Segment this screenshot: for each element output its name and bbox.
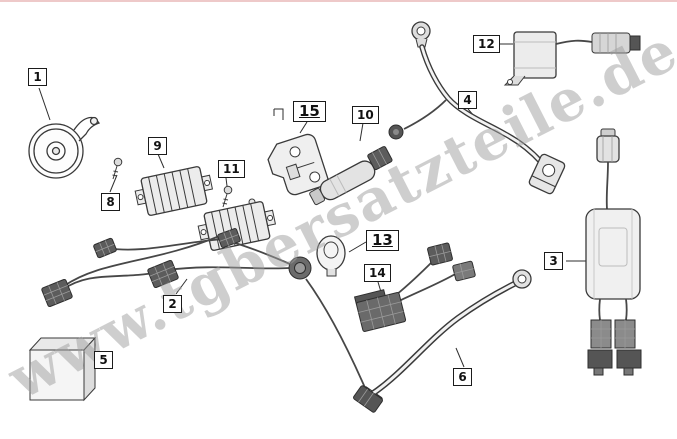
part-ignition-coil xyxy=(309,146,393,206)
part-screw-8 xyxy=(112,157,123,180)
part-label-1: 1 xyxy=(28,68,47,86)
part-connector-assembly xyxy=(353,242,476,332)
part-label-13: 13 xyxy=(366,230,399,251)
part-label-11: 11 xyxy=(218,160,245,178)
part-label-6: 6 xyxy=(453,368,472,386)
part-label-8: 8 xyxy=(101,193,120,211)
clip-icon xyxy=(273,108,284,120)
part-label-9: 9 xyxy=(148,137,167,155)
part-label-12: 12 xyxy=(473,35,500,53)
part-label-14: 14 xyxy=(364,264,391,282)
part-cable-6 xyxy=(353,269,532,413)
part-label-15: 15 xyxy=(293,101,326,122)
part-relay xyxy=(503,31,641,86)
part-label-3: 3 xyxy=(544,252,563,270)
part-regulator-1 xyxy=(134,166,214,216)
part-bracket xyxy=(267,133,329,196)
part-label-5: 5 xyxy=(94,351,113,369)
part-cable-ring-terminal xyxy=(388,21,566,195)
part-label-10: 10 xyxy=(352,106,379,124)
part-box xyxy=(28,336,97,402)
part-label-4: 4 xyxy=(458,91,477,109)
part-control-unit xyxy=(585,128,642,376)
part-horn xyxy=(28,116,101,179)
part-label-2: 2 xyxy=(163,295,182,313)
part-cap xyxy=(316,235,346,277)
